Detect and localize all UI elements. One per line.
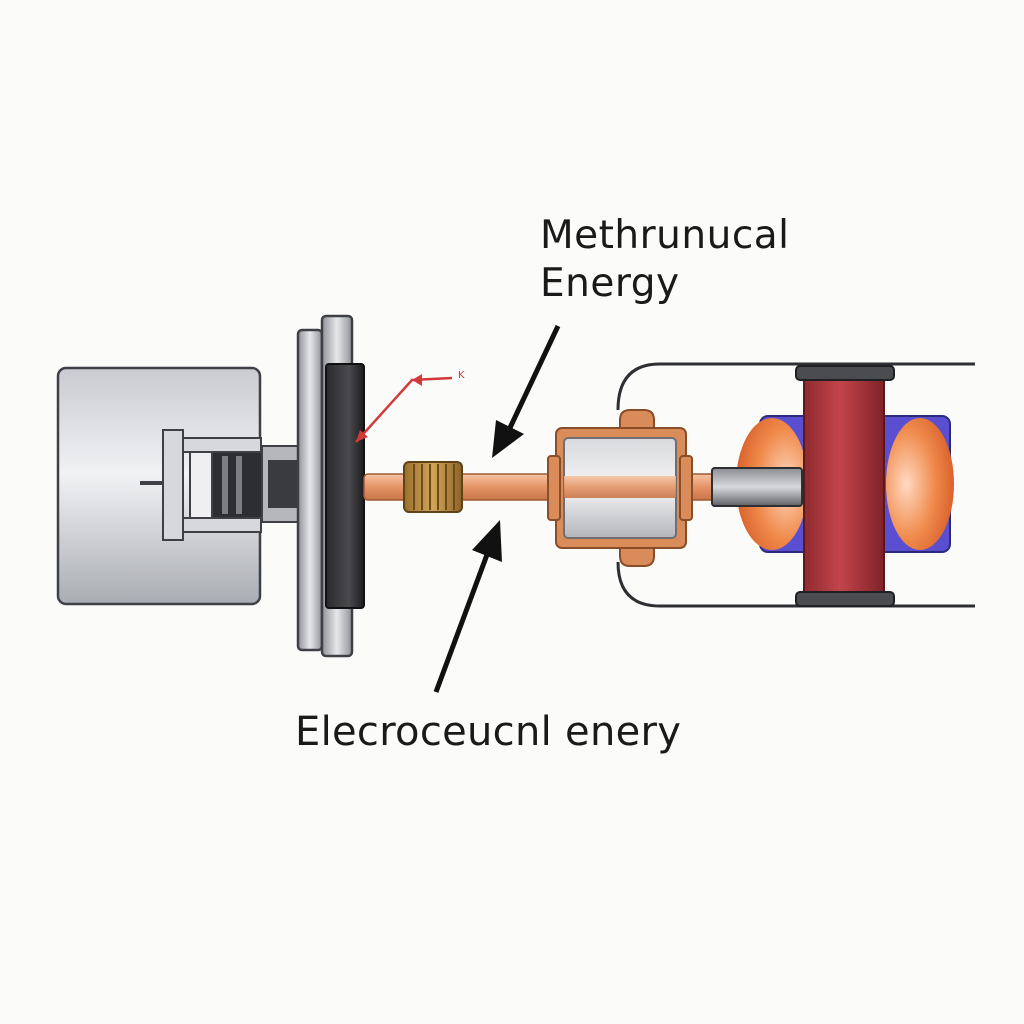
bearing-block xyxy=(547,409,693,567)
generator-outline xyxy=(616,362,975,608)
marker-label: K xyxy=(458,370,465,381)
red-marker-arrow xyxy=(355,374,453,443)
copper-coil xyxy=(403,461,463,513)
rotor xyxy=(795,365,895,607)
mechanical-energy-label-line2: Energy xyxy=(540,261,680,306)
motor-bracket xyxy=(140,429,299,541)
coupling-disk xyxy=(325,363,365,609)
mechanical-energy-arrow xyxy=(492,324,561,458)
electrical-energy-arrow xyxy=(433,520,502,693)
mechanical-energy-label-line1: Methrunucal xyxy=(540,213,790,258)
mechanical-energy-label: Methrunucal Energy xyxy=(540,212,790,308)
electrical-energy-label: Elecroceucnl enery xyxy=(295,709,682,755)
